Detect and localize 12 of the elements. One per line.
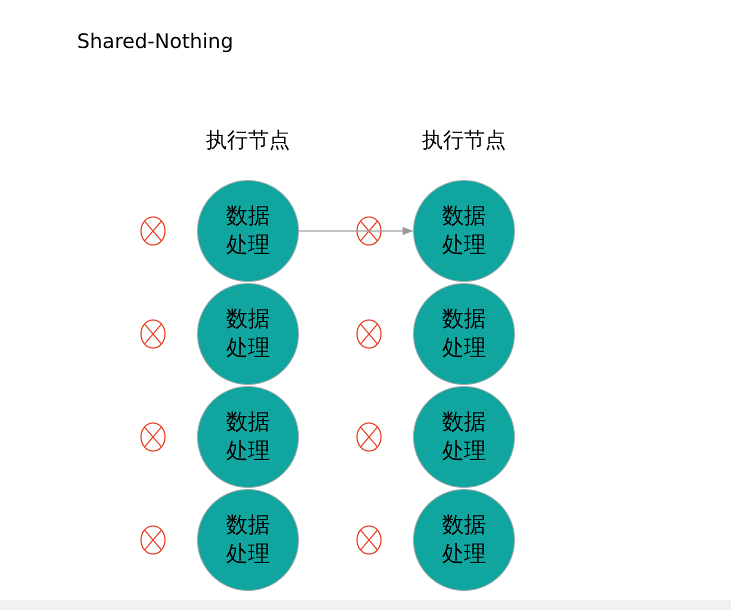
arrow [299,226,413,236]
node-label: 数据处理 [225,512,271,569]
node-label: 数据处理 [441,203,487,260]
column-heading: 执行节点 [422,128,506,152]
column-heading: 执行节点 [206,128,290,152]
node-label: 数据处理 [441,512,487,569]
title: Shared-Nothing [77,29,234,53]
node-label: 数据处理 [441,409,487,466]
node-label: 数据处理 [225,306,271,363]
node-label: 数据处理 [225,409,271,466]
node-label: 数据处理 [441,306,487,363]
node-label: 数据处理 [225,203,271,260]
